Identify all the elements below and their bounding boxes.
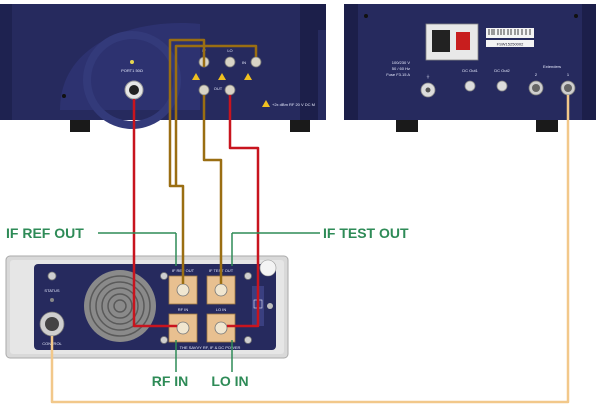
rf-in-connector [176, 321, 190, 335]
converter-logo-badge [259, 259, 277, 277]
front-in-label: IN [242, 60, 246, 65]
callouts: IF REF OUT IF TEST OUT RF IN LO IN [6, 225, 409, 389]
frequency-converter-module: STATUS CONTROL IF REF OUT IF TEST OUT RF… [5, 255, 289, 359]
converter-screw-1 [47, 271, 57, 281]
barcode-lines [488, 29, 531, 35]
converter-screw-6 [267, 303, 273, 309]
rear-screw-2 [574, 14, 578, 18]
caution-icon-2 [218, 73, 226, 80]
port1-indicator-icon [130, 60, 134, 64]
serial-barcode [486, 28, 534, 38]
lo-in-port-label: LO IN [216, 307, 227, 312]
if-test-out-connector [214, 283, 228, 297]
mains-label-3: Fuse F3.15 A [386, 72, 410, 77]
caution-icon-4 [262, 100, 270, 107]
serial-number: FSW15250002 [497, 42, 524, 47]
front-if-connector-2 [198, 84, 210, 96]
rear-panel-edge [344, 4, 358, 120]
ground-terminal-core [425, 87, 431, 93]
extender-2-label: 2 [535, 72, 538, 77]
mains-label-2: 50 / 60 Hz [392, 66, 410, 71]
mains-label-1: 100/230 V [392, 60, 411, 65]
front-out-label: OUT [214, 86, 223, 91]
analyzer-front-panel: PORT1 50Ω IF LO IN OUT +2x dBm RF 20 V D… [0, 4, 326, 132]
port1-label: PORT1 50Ω [121, 68, 143, 73]
front-led [62, 94, 66, 98]
rear-panel-edge-right [582, 4, 596, 120]
ground-icon: ⏚ [426, 73, 430, 79]
dc-out2-label: DC Out2 [494, 68, 510, 73]
port1-connector-core [129, 85, 139, 95]
rear-screw-1 [364, 14, 368, 18]
front-lo-out-connector [224, 84, 236, 96]
lo-in-connector [214, 321, 228, 335]
if-test-out-callout: IF TEST OUT [323, 225, 409, 241]
front-foot-left [70, 120, 90, 132]
fan-rings [89, 275, 151, 337]
if-ref-out-connector [176, 283, 190, 297]
if-ref-cable-outer [174, 44, 258, 186]
lo-in-callout: LO IN [211, 373, 248, 389]
control-connector-core [45, 317, 59, 331]
dc-out1-label: DC Out1 [462, 68, 478, 73]
if-test-cable [202, 95, 223, 284]
extenders-label: Extenders [543, 64, 561, 69]
mains-socket [432, 30, 450, 52]
front-panel-side [300, 4, 326, 120]
converter-bottom-text: THE SAVVY RF, IF & DC POWER [180, 345, 241, 350]
converter-screw-3 [160, 336, 168, 344]
front-panel-edge [0, 4, 12, 120]
extender-1-connector-core [564, 84, 572, 92]
power-switch[interactable] [456, 32, 470, 50]
rf-in-port-label: RF IN [178, 307, 189, 312]
front-lo-label: LO [227, 48, 232, 53]
if-ref-cable [168, 38, 206, 284]
dc-out1-connector [464, 80, 476, 92]
converter-screw-2 [160, 272, 168, 280]
front-caution-text: +2x dBm RF 20 V DC M [272, 102, 315, 107]
rf-in-callout: RF IN [152, 373, 189, 389]
lo-cable [227, 95, 260, 328]
rear-foot-right [536, 120, 558, 132]
analyzer-rear-panel: 100/230 V 50 / 60 Hz Fuse F3.15 A FSW152… [344, 4, 596, 132]
rear-panel-body [344, 4, 596, 120]
converter-screw-5 [244, 336, 252, 344]
converter-screw-4 [244, 272, 252, 280]
status-label: STATUS [44, 288, 60, 293]
serial-label [486, 40, 534, 47]
status-led [50, 298, 54, 302]
front-foot-right [290, 120, 310, 132]
extender-2-connector-core [532, 84, 540, 92]
extender-1-label: 1 [567, 72, 570, 77]
fan-grille [84, 270, 156, 342]
if-ref-out-callout: IF REF OUT [6, 225, 84, 241]
front-lo-in-connector [250, 56, 262, 68]
dc-out2-connector [496, 80, 508, 92]
rf-cable [132, 99, 177, 328]
front-lo-connector-1 [224, 56, 236, 68]
caution-icon-1 [192, 73, 200, 80]
control-cable [50, 95, 570, 404]
caution-icon-3 [244, 73, 252, 80]
rear-foot-left [396, 120, 418, 132]
